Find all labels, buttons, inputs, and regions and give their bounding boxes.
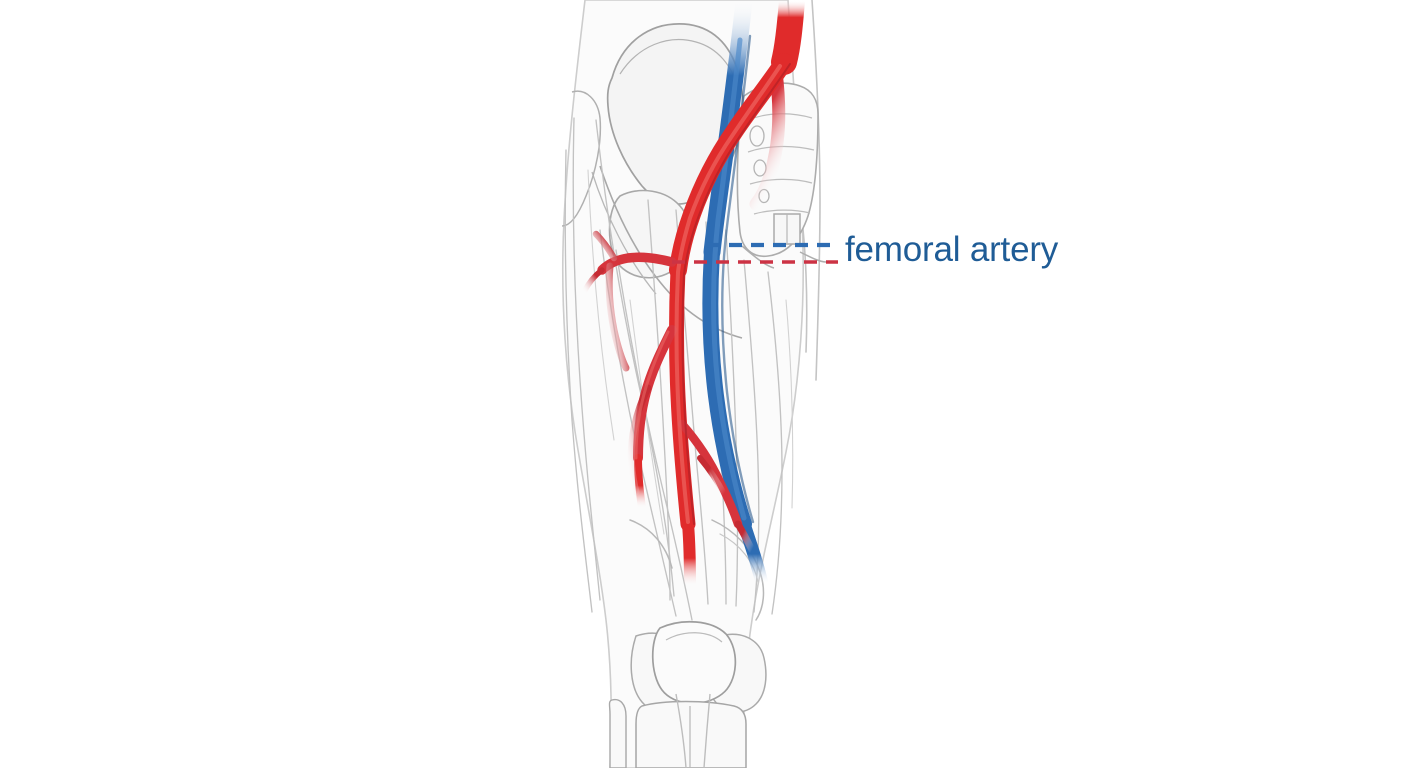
lcfa-transverse-branch	[581, 267, 605, 295]
internal-iliac-artery	[749, 65, 786, 211]
fibula	[608, 698, 627, 768]
tibia	[635, 700, 747, 768]
knee-joint	[608, 620, 767, 768]
lcfa-ascending-branch	[592, 230, 618, 262]
femoral-artery-label: femoral artery	[845, 230, 1059, 269]
patella	[651, 620, 737, 705]
lcfa-descending-branch	[605, 262, 630, 372]
greater-trochanter	[561, 90, 602, 227]
common-iliac-artery	[771, 0, 805, 75]
perforating-artery-3	[697, 455, 727, 497]
arterial-tree	[581, 0, 805, 592]
femoral-artery-distal	[682, 518, 696, 592]
leader-lines	[672, 242, 838, 264]
